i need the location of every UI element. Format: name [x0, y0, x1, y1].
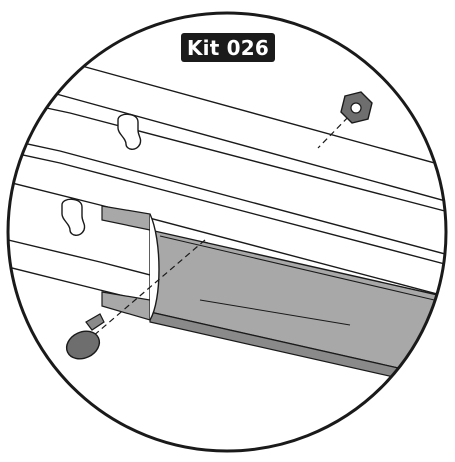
- kit-badge: Kit 026: [181, 33, 275, 62]
- kit-label: Kit 026: [186, 35, 270, 60]
- screw-icon: [65, 313, 105, 360]
- sleeve-bracket: [101, 205, 446, 393]
- hex-nut-icon: [340, 91, 373, 124]
- assembly-guide-lines: [91, 109, 356, 338]
- keyhole-slot-middle: [61, 198, 86, 236]
- detail-circle-frame: [6, 11, 448, 453]
- keyhole-slot-upper: [117, 113, 142, 150]
